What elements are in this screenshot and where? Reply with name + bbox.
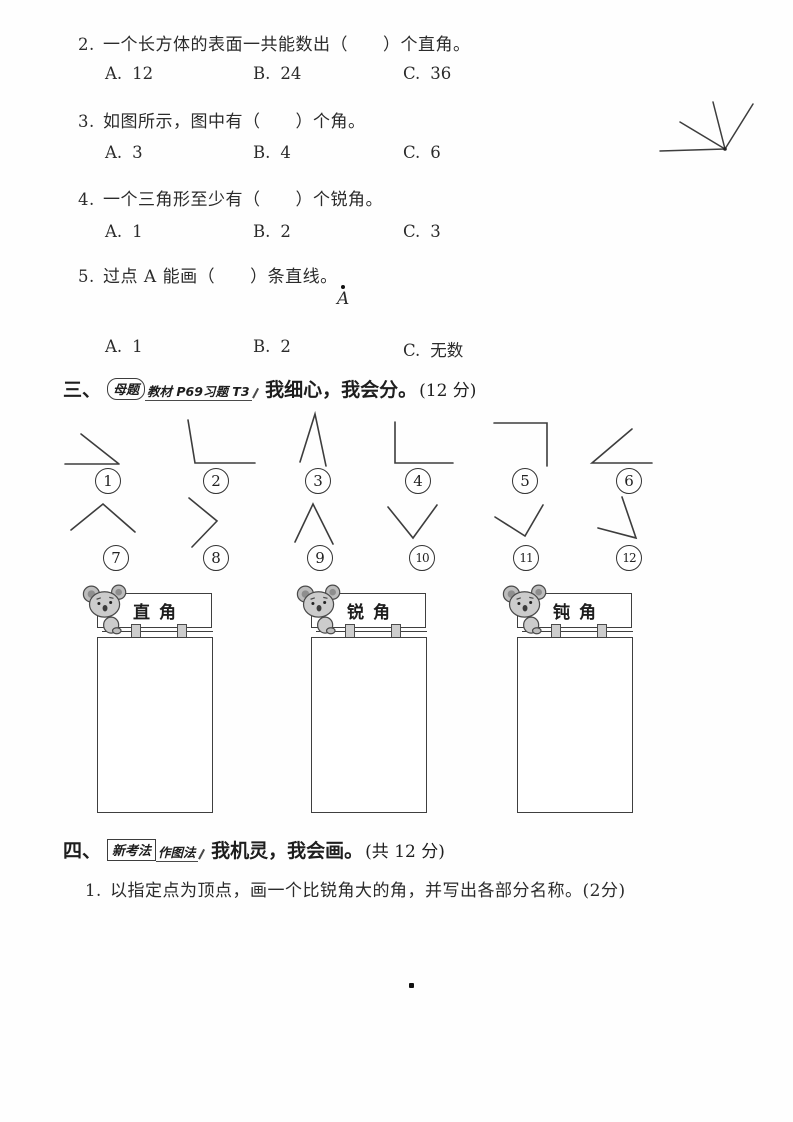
angle-figure-4: [367, 412, 467, 470]
option-b: B.4: [253, 143, 291, 162]
figure-number-9: 9: [307, 545, 333, 571]
source-badge-note: 教材 P69习题 T3: [145, 384, 252, 401]
question-5-options: A.1 B.2 C.无数: [0, 337, 793, 361]
point-a-dot: [341, 285, 346, 289]
source-badge: 母题: [107, 378, 146, 400]
sort-box-label: 锐角: [347, 603, 399, 623]
question-4-text: 一个三角形至少有（ ）个锐角。: [103, 190, 383, 210]
item-1-score: (2分): [582, 881, 626, 901]
figure-number-11: 11: [513, 545, 539, 571]
koala-icon: [82, 584, 127, 635]
question-5-number: 5.: [78, 267, 95, 286]
option-a: A.1: [105, 337, 143, 356]
new-method-badge-note: 作图法: [156, 845, 198, 862]
option-b: B.2: [253, 337, 291, 356]
figure-number-4: 4: [405, 468, 431, 494]
option-c: C.6: [403, 143, 441, 162]
figure-number-6: 6: [616, 468, 642, 494]
question-3-number: 3.: [78, 112, 95, 131]
angle-figure-3: [267, 408, 367, 470]
section-three-number: 三、: [63, 379, 102, 401]
figure-number-10: 10: [409, 545, 435, 571]
option-c: C.36: [403, 64, 452, 83]
hanging-rail: [102, 631, 213, 632]
section-four-header: 四、新考法作图法我机灵，我会画。(共 12 分): [63, 836, 445, 863]
sort-box-obtuse-angle: 钝角: [502, 584, 633, 813]
item-1-number: 1.: [85, 881, 102, 900]
figure-number-5: 5: [512, 468, 538, 494]
section-four-item-1: 1. 以指定点为顶点，画一个比锐角大的角，并写出各部分名称。(2分): [85, 876, 626, 901]
angle-figure-1: [57, 412, 157, 470]
figure-number-7: 7: [103, 545, 129, 571]
option-c: C.无数: [403, 341, 464, 360]
badge-tail-line: [197, 848, 205, 860]
new-method-badge: 新考法: [107, 839, 157, 861]
option-a: A.1: [105, 222, 143, 241]
drawing-vertex-dot: [409, 983, 414, 988]
section-three-score: (12 分): [419, 381, 477, 401]
koala-icon: [296, 584, 341, 635]
sort-box-acute-angle: 锐角: [296, 584, 427, 813]
question-4: 4. 一个三角形至少有（ ）个锐角。: [78, 185, 383, 210]
question-3-text: 如图所示，图中有（ ）个角。: [103, 112, 366, 132]
angle-figure-12: [578, 494, 678, 546]
figure-number-3: 3: [305, 468, 331, 494]
point-a-label: A: [337, 289, 350, 309]
question-5: 5. 过点 A 能画（ ）条直线。: [78, 262, 338, 287]
hanging-rail: [522, 631, 633, 632]
angle-figure-5: [474, 412, 574, 470]
angle-figure-9: [269, 498, 369, 546]
angle-figure-10: [371, 498, 471, 546]
angle-figure-7: [65, 496, 165, 544]
koala-icon: [502, 584, 547, 635]
question-4-number: 4.: [78, 190, 95, 209]
section-three-header: 三、母题教材 P69习题 T3 我细心，我会分。(12 分): [63, 375, 476, 402]
hanging-rail: [316, 631, 427, 632]
question-2-options: A.12 B.24 C.36: [0, 64, 793, 88]
figure-number-12: 12: [616, 545, 642, 571]
sort-box-answer-area: [311, 637, 427, 813]
question-5-text: 过点 A 能画（ ）条直线。: [103, 267, 338, 287]
question-3-options: A.3 B.4 C.6: [0, 143, 793, 167]
angle-figure-11: [475, 498, 575, 546]
question-3: 3. 如图所示，图中有（ ）个角。: [78, 107, 366, 132]
option-b: B.2: [253, 222, 291, 241]
sort-box-answer-area: [97, 637, 213, 813]
section-four-title: 我机灵，我会画。: [211, 840, 364, 862]
point-a-marker: A: [337, 285, 349, 308]
section-four-score: (共 12 分): [365, 842, 445, 862]
question-2-number: 2.: [78, 35, 95, 54]
sort-box-answer-area: [517, 637, 633, 813]
question-4-options: A.1 B.2 C.3: [0, 222, 793, 246]
option-a: A.12: [105, 64, 154, 83]
sort-box-label: 钝角: [553, 603, 605, 623]
angle-figure-6: [578, 412, 678, 470]
angle-figure-2: [165, 412, 265, 470]
figure-number-8: 8: [203, 545, 229, 571]
option-b: B.24: [253, 64, 302, 83]
question-2: 2. 一个长方体的表面一共能数出（ ）个直角。: [78, 30, 471, 55]
sort-box-label: 直角: [133, 603, 185, 623]
figure-number-2: 2: [203, 468, 229, 494]
option-a: A.3: [105, 143, 143, 162]
section-three-title: 我细心，我会分。: [265, 379, 418, 401]
question-2-text: 一个长方体的表面一共能数出（ ）个直角。: [103, 35, 471, 55]
question-3-rays-figure: [642, 85, 782, 173]
sort-box-right-angle: 直角: [82, 584, 213, 813]
figure-number-1: 1: [95, 468, 121, 494]
section-four-number: 四、: [63, 840, 102, 862]
badge-tail-line: [251, 387, 259, 399]
option-c: C.3: [403, 222, 441, 241]
item-1-text: 以指定点为顶点，画一个比锐角大的角，并写出各部分名称。: [110, 881, 583, 901]
angle-figure-8: [165, 494, 265, 550]
